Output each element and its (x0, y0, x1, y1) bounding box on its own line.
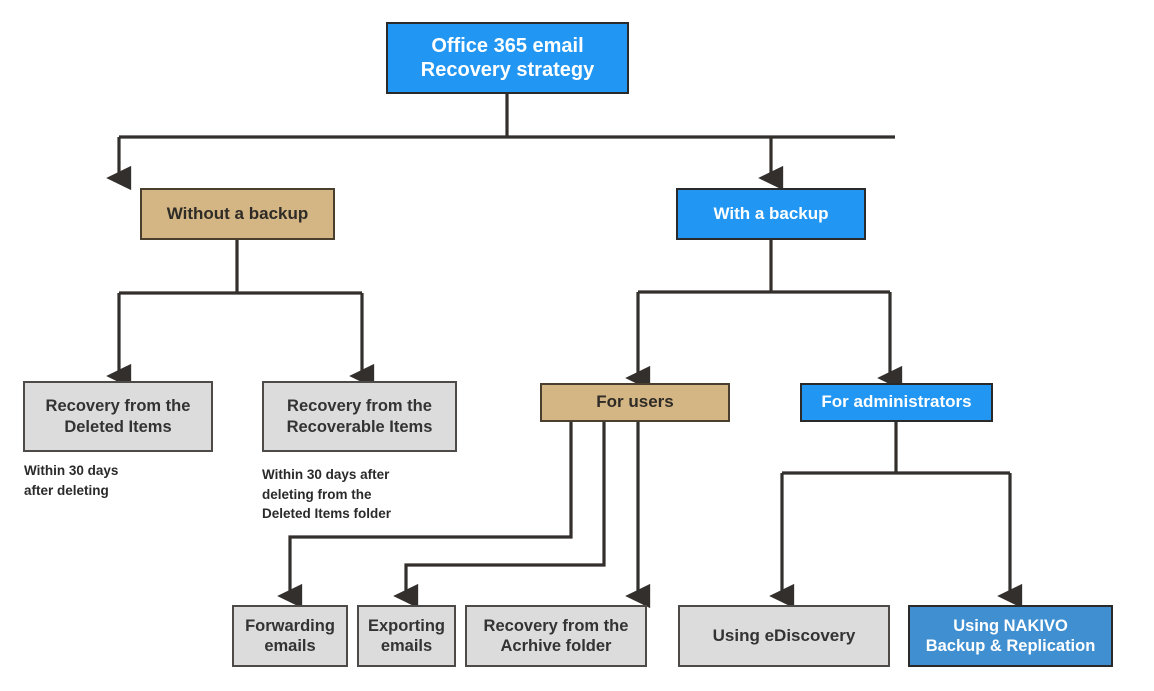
node-for-administrators[interactable]: For administrators (800, 383, 993, 422)
node-exporting-emails-label: Exporting emails (368, 616, 445, 655)
node-archive-folder[interactable]: Recovery from the Acrhive folder (465, 605, 647, 667)
note-recoverable-items: Within 30 days after deleting from the D… (262, 467, 392, 522)
node-root-label: Office 365 email Recovery strategy (420, 34, 595, 81)
node-for-users-label: For users (596, 392, 674, 412)
node-deleted-items-label: Recovery from the Deleted Items (45, 397, 191, 436)
node-for-users[interactable]: For users (540, 383, 730, 422)
node-forwarding-emails[interactable]: Forwarding emails (232, 605, 348, 667)
node-for-administrators-label: For administrators (821, 392, 972, 412)
node-deleted-items[interactable]: Recovery from the Deleted Items (23, 381, 213, 452)
edge-users-to-exporting-emails (393, 422, 606, 609)
node-exporting-emails[interactable]: Exporting emails (357, 605, 456, 667)
node-recoverable-items[interactable]: Recovery from the Recoverable Items (262, 381, 457, 452)
node-with-backup-label: With a backup (713, 203, 829, 223)
node-without-backup-label: Without a backup (166, 203, 309, 223)
node-archive-folder-label: Recovery from the Acrhive folder (483, 616, 629, 655)
node-with-backup[interactable]: With a backup (676, 188, 866, 240)
node-nakivo[interactable]: Using NAKIVO Backup & Replication (908, 605, 1113, 667)
edge-users-to-forwarding-emails (277, 422, 573, 609)
node-recoverable-items-label: Recovery from the Recoverable Items (286, 397, 433, 436)
node-forwarding-emails-label: Forwarding emails (245, 616, 335, 655)
node-ediscovery[interactable]: Using eDiscovery (678, 605, 890, 667)
note-deleted-items: Within 30 days after deleting (24, 463, 119, 498)
node-without-backup[interactable]: Without a backup (140, 188, 335, 240)
node-root[interactable]: Office 365 email Recovery strategy (386, 22, 629, 94)
node-ediscovery-label: Using eDiscovery (712, 625, 856, 645)
node-nakivo-label: Using NAKIVO Backup & Replication (925, 616, 1096, 655)
